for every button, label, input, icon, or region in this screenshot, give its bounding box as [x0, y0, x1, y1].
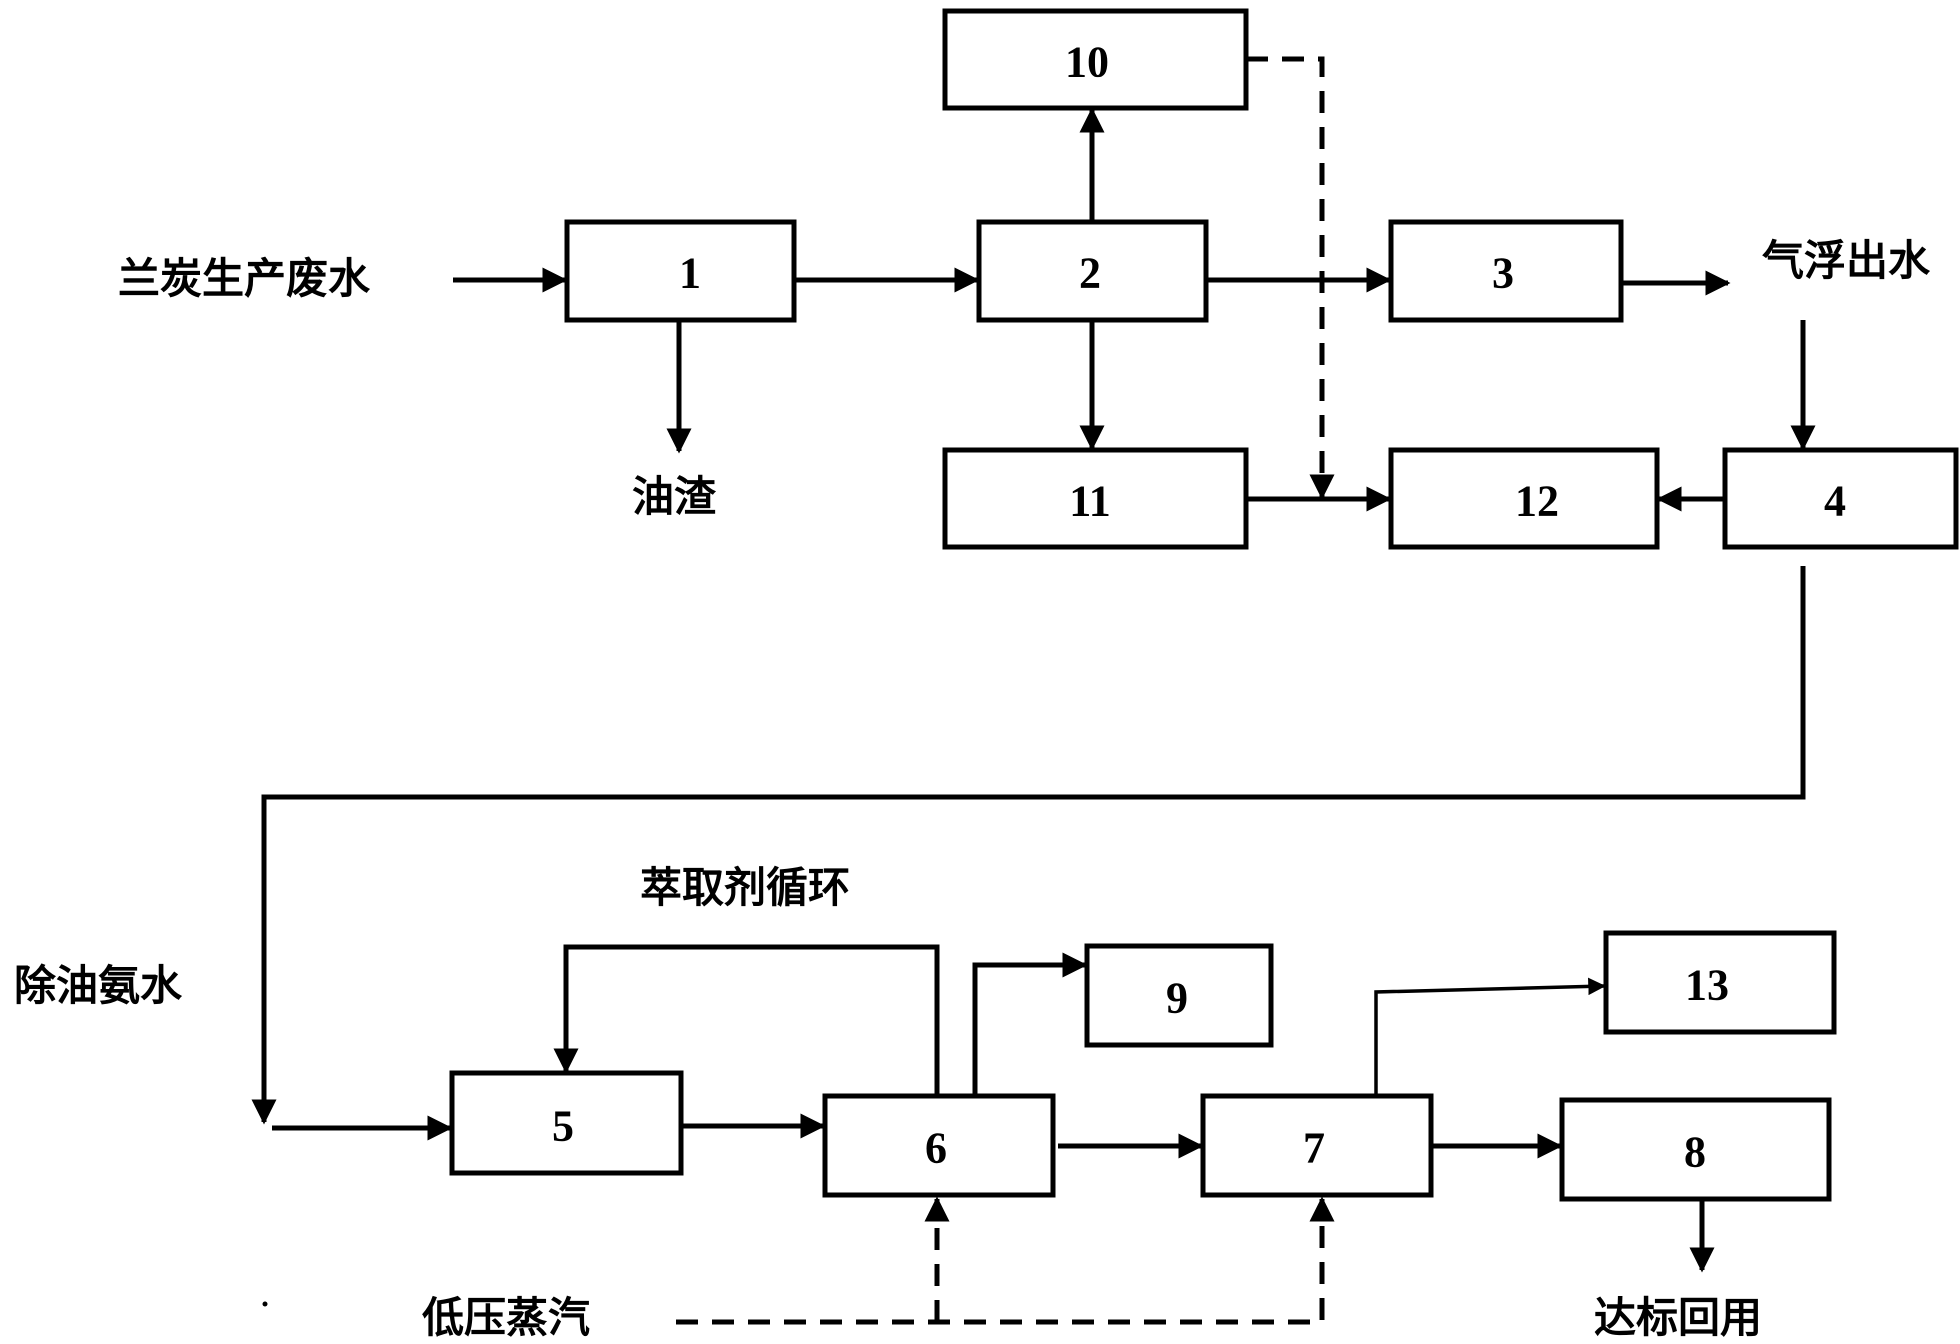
- label-input-wastewater: 兰炭生产废水: [118, 254, 371, 303]
- box-6: 6: [822, 1093, 1056, 1198]
- arrow-6-to-9: [972, 952, 1088, 1096]
- arrow-7-to-13: [1374, 977, 1606, 1096]
- box-11-label: 11: [1069, 477, 1111, 526]
- box-5: 5: [449, 1070, 684, 1176]
- box-13: 13: [1603, 930, 1837, 1035]
- box-12-label: 12: [1515, 477, 1559, 526]
- box-1-label: 1: [679, 249, 701, 298]
- box-7-label: 7: [1303, 1124, 1325, 1173]
- label-deoiled-ammonia-water: 除油氨水: [14, 961, 183, 1010]
- box-8: 8: [1559, 1097, 1832, 1202]
- label-extractant-cycle: 萃取剂循环: [640, 863, 850, 912]
- label-low-pressure-steam: 低压蒸汽: [422, 1293, 590, 1342]
- box-10-label: 10: [1065, 38, 1109, 87]
- box-11: 11: [942, 447, 1249, 550]
- box-3: 3: [1388, 219, 1624, 323]
- box-2: 2: [976, 219, 1209, 323]
- box-3-label: 3: [1492, 249, 1514, 298]
- label-flotation-effluent: 气浮出水: [1762, 236, 1931, 285]
- stray-dot: [262, 1301, 268, 1307]
- label-discharge-reuse: 达标回用: [1594, 1293, 1762, 1342]
- box-5-label: 5: [552, 1102, 574, 1151]
- box-8-label: 8: [1684, 1128, 1706, 1177]
- box-12: 12: [1388, 447, 1660, 550]
- arrow-extractant-cycle: [553, 944, 940, 1096]
- box-10: 10: [942, 8, 1249, 111]
- arrow-4-to-deoiled-ammonia-water: [251, 566, 1806, 1125]
- box-4-label: 4: [1824, 477, 1846, 526]
- label-oil-residue: 油渣: [632, 472, 717, 521]
- box-9: 9: [1084, 943, 1274, 1048]
- box-7: 7: [1200, 1093, 1434, 1198]
- dashed-arrow-steam-to-7: [676, 1196, 1335, 1325]
- box-4: 4: [1722, 447, 1959, 550]
- box-1: 1: [564, 219, 797, 323]
- box-2-label: 2: [1079, 249, 1101, 298]
- box-6-label: 6: [925, 1124, 947, 1173]
- box-13-label: 13: [1685, 961, 1729, 1010]
- dashed-arrow-10-to-12: [1246, 56, 1335, 500]
- box-9-label: 9: [1166, 974, 1188, 1023]
